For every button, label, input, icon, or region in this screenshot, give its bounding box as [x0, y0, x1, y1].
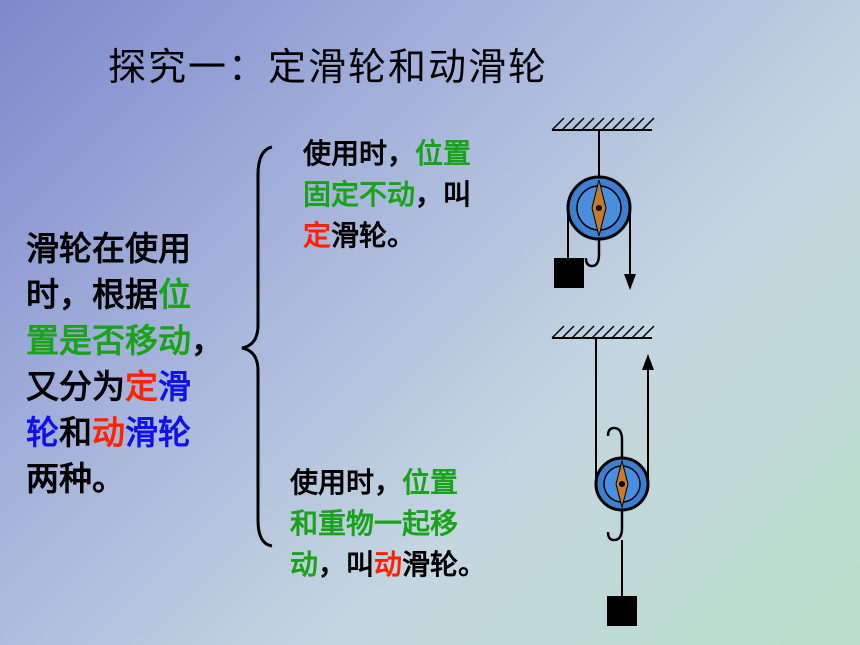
text-segment: 两种。: [26, 459, 125, 498]
highlight-movable: 动: [374, 548, 403, 581]
fixed-pulley-load: [554, 258, 584, 288]
ceiling-hatch: [551, 117, 655, 131]
movable-pulley-bottom-hook: [606, 510, 624, 542]
highlight-pulley: 轮: [26, 413, 59, 452]
highlight-move: 动: [290, 548, 319, 581]
text-segment: 使用时，: [303, 137, 416, 170]
highlight-position-move: 置是否移动: [26, 321, 191, 360]
text-segment: 使用时，: [290, 466, 403, 499]
text-segment: 和: [59, 413, 92, 452]
movable-pulley-description: 使用时，位置 和重物一起移 动，叫动滑轮。: [290, 462, 515, 585]
movable-pulley-diagram: [551, 325, 655, 626]
movable-pulley-load: [607, 596, 637, 626]
ceiling-hatch: [551, 325, 655, 339]
movable-pulley-top-hook: [606, 426, 624, 460]
text-segment: 时，根据: [26, 275, 158, 314]
text-segment: 滑轮。: [331, 219, 416, 252]
highlight-fixed: 定: [303, 219, 332, 252]
highlight-fixed-position: 固定不动: [303, 178, 416, 211]
text-segment: ，叫: [318, 548, 375, 581]
highlight-movable: 动: [92, 413, 125, 452]
highlight-position: 位置: [402, 466, 459, 499]
pull-up-arrow: [642, 354, 654, 370]
pull-down-arrow: [624, 274, 636, 290]
fixed-pulley-description: 使用时，位置 固定不动，叫 定滑轮。: [303, 133, 518, 256]
highlight-pulley: 滑轮: [125, 413, 191, 452]
pulley-classification-text: 滑轮在使用 时，根据位 置是否移动， 又分为定滑 轮和动滑轮 两种。: [26, 226, 266, 502]
text-segment: 滑轮。: [402, 548, 487, 581]
text-segment: 滑轮在使用: [26, 229, 191, 268]
highlight-move-with-load: 和重物一起移: [290, 507, 459, 540]
curly-brace: [241, 145, 273, 548]
text-segment: ，叫: [415, 178, 472, 211]
fixed-pulley-diagram: [551, 117, 655, 290]
text-segment: 又分为: [26, 367, 125, 406]
highlight-position: 位: [158, 275, 191, 314]
text-segment: ，: [191, 321, 224, 360]
slide-title: 探究一：定滑轮和动滑轮: [108, 45, 549, 89]
highlight-pulley: 滑: [158, 367, 191, 406]
fixed-pulley-hook: [584, 238, 601, 268]
highlight-fixed: 定: [125, 367, 158, 406]
highlight-position: 位置: [415, 137, 472, 170]
